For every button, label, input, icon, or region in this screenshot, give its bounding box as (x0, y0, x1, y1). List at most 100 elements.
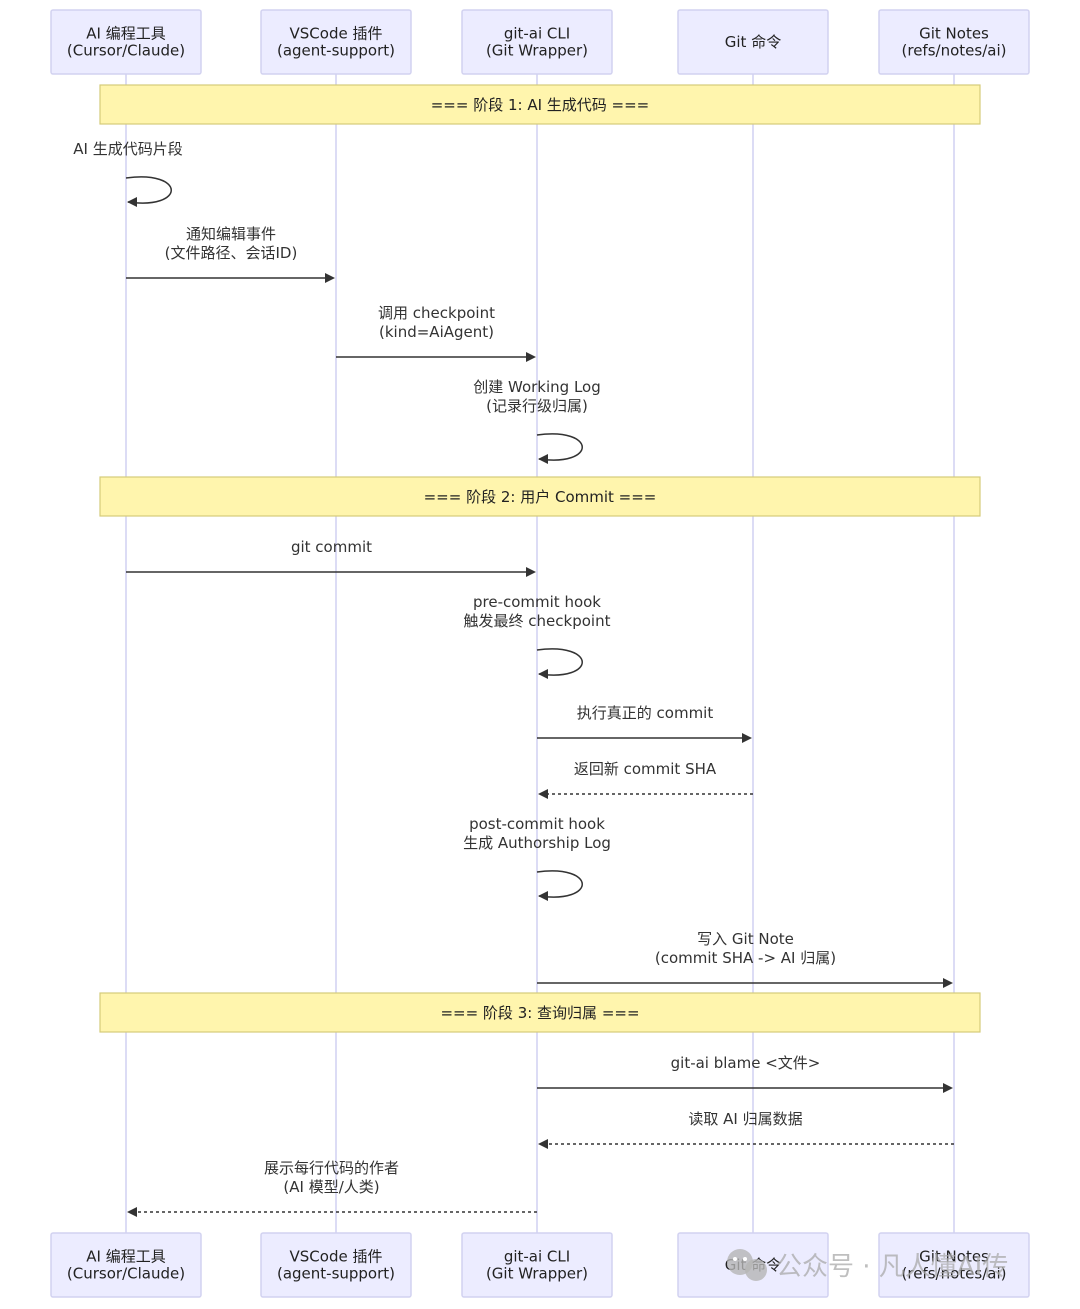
message-label: (kind=AiAgent) (379, 323, 494, 341)
message-label: (commit SHA -> AI 归属) (655, 949, 836, 967)
participant-label: (Cursor/Claude) (67, 42, 185, 60)
participant-top-notes: Git Notes(refs/notes/ai) (878, 9, 1030, 75)
message-label: post-commit hook (469, 815, 605, 833)
phase-note-box (99, 476, 981, 517)
participant-label: VSCode 插件 (290, 25, 383, 43)
arrowhead (742, 733, 752, 743)
message-7: 执行真正的 commit (537, 704, 752, 743)
phase-note-3: === 阶段 3: 查询归属 === (99, 992, 981, 1033)
message-10: 写入 Git Note(commit SHA -> AI 归属) (537, 930, 953, 988)
phase-notes: === 阶段 1: AI 生成代码 === === 阶段 2: 用户 Commit… (99, 84, 981, 1033)
self-loop-arrow (536, 648, 583, 676)
message-label: (记录行级归属) (486, 397, 588, 415)
participant-box (260, 9, 412, 75)
participant-label: AI 编程工具 (86, 25, 165, 43)
message-label: 执行真正的 commit (577, 704, 714, 722)
message-8: 返回新 commit SHA (538, 760, 753, 799)
participant-box (461, 1232, 613, 1298)
message-3: 调用 checkpoint(kind=AiAgent) (336, 304, 536, 362)
arrowhead (538, 669, 548, 679)
self-loop-arrow (536, 870, 583, 898)
participants: AI 编程工具(Cursor/Claude)VSCode 插件(agent-su… (50, 9, 1030, 1298)
message-label: git commit (291, 538, 372, 556)
message-label: 展示每行代码的作者 (264, 1159, 399, 1177)
message-1: AI 生成代码片段 (73, 140, 183, 207)
message-label: 返回新 commit SHA (574, 760, 717, 778)
phase-note-1: === 阶段 1: AI 生成代码 === (99, 84, 981, 125)
participant-label: (agent-support) (277, 1265, 395, 1283)
participant-top-vscode: VSCode 插件(agent-support) (260, 9, 412, 75)
message-12: 读取 AI 归属数据 (538, 1110, 954, 1149)
self-loop-arrow (125, 176, 172, 204)
message-label: (文件路径、会话ID) (165, 244, 298, 262)
participant-box (878, 1232, 1030, 1298)
participant-top-ai: AI 编程工具(Cursor/Claude) (50, 9, 202, 75)
participant-bottom-cli: git-ai CLI(Git Wrapper) (461, 1232, 613, 1298)
message-label: 创建 Working Log (473, 378, 601, 396)
participant-box (461, 9, 613, 75)
message-label: pre-commit hook (473, 593, 601, 611)
participant-box (260, 1232, 412, 1298)
participant-label: Git Notes (919, 1248, 989, 1266)
participant-label: git-ai CLI (504, 25, 570, 43)
participant-box (50, 1232, 202, 1298)
participant-label: git-ai CLI (504, 1248, 570, 1266)
participant-label: (agent-support) (277, 42, 395, 60)
message-4: 创建 Working Log(记录行级归属) (473, 378, 601, 464)
message-label: 读取 AI 归属数据 (688, 1110, 802, 1128)
phase-note-label: === 阶段 1: AI 生成代码 === (431, 96, 650, 114)
participant-bottom-ai: AI 编程工具(Cursor/Claude) (50, 1232, 202, 1298)
message-label: AI 生成代码片段 (73, 140, 182, 158)
arrowhead (943, 978, 953, 988)
arrowhead (325, 273, 335, 283)
watermark-text: 公众号 · 凡人懂AI传 (776, 1252, 1008, 1282)
participant-label: VSCode 插件 (290, 1248, 383, 1266)
participant-label: (refs/notes/ai) (902, 42, 1007, 60)
message-label: 通知编辑事件 (186, 225, 276, 243)
participant-label: AI 编程工具 (86, 1248, 165, 1266)
participant-top-cli: git-ai CLI(Git Wrapper) (461, 9, 613, 75)
arrowhead (526, 567, 536, 577)
message-label: git-ai blame <文件> (671, 1054, 821, 1072)
participant-label: (Git Wrapper) (486, 1265, 588, 1283)
participant-label: Git Notes (919, 25, 989, 43)
participant-bottom-notes: Git Notes(refs/notes/ai) (878, 1232, 1030, 1298)
participant-bottom-vscode: VSCode 插件(agent-support) (260, 1232, 412, 1298)
arrowhead (127, 1207, 137, 1217)
participant-label: (Cursor/Claude) (67, 1265, 185, 1283)
arrowhead (526, 352, 536, 362)
message-label: (AI 模型/人类) (283, 1178, 379, 1196)
phase-note-box (99, 84, 981, 125)
participant-label: (Git Wrapper) (486, 42, 588, 60)
message-label: 调用 checkpoint (378, 304, 495, 322)
participant-box (878, 9, 1030, 75)
participant-label: (refs/notes/ai) (902, 1265, 1007, 1283)
participant-box (50, 9, 202, 75)
phase-note-label: === 阶段 2: 用户 Commit === (424, 488, 657, 506)
watermark: 公众号 · 凡人懂AI传 (727, 1249, 1008, 1282)
phase-note-label: === 阶段 3: 查询归属 === (440, 1004, 639, 1022)
message-11: git-ai blame <文件> (537, 1054, 953, 1093)
message-13: 展示每行代码的作者(AI 模型/人类) (127, 1159, 537, 1217)
lifelines (125, 74, 955, 1233)
participant-label: Git 命令 (725, 33, 781, 51)
message-label: 生成 Authorship Log (463, 834, 611, 852)
wechat-logo-icon (727, 1249, 767, 1281)
self-loop-arrow (536, 433, 583, 461)
arrowhead (538, 454, 548, 464)
arrowhead (538, 789, 548, 799)
arrowhead (943, 1083, 953, 1093)
message-2: 通知编辑事件(文件路径、会话ID) (126, 225, 335, 283)
arrowhead (127, 197, 137, 207)
message-label: 写入 Git Note (697, 930, 794, 948)
participant-box (677, 9, 829, 75)
message-5: git commit (126, 538, 536, 577)
phase-note-box (99, 992, 981, 1033)
arrowhead (538, 891, 548, 901)
arrowhead (538, 1139, 548, 1149)
message-label: 触发最终 checkpoint (464, 612, 611, 630)
